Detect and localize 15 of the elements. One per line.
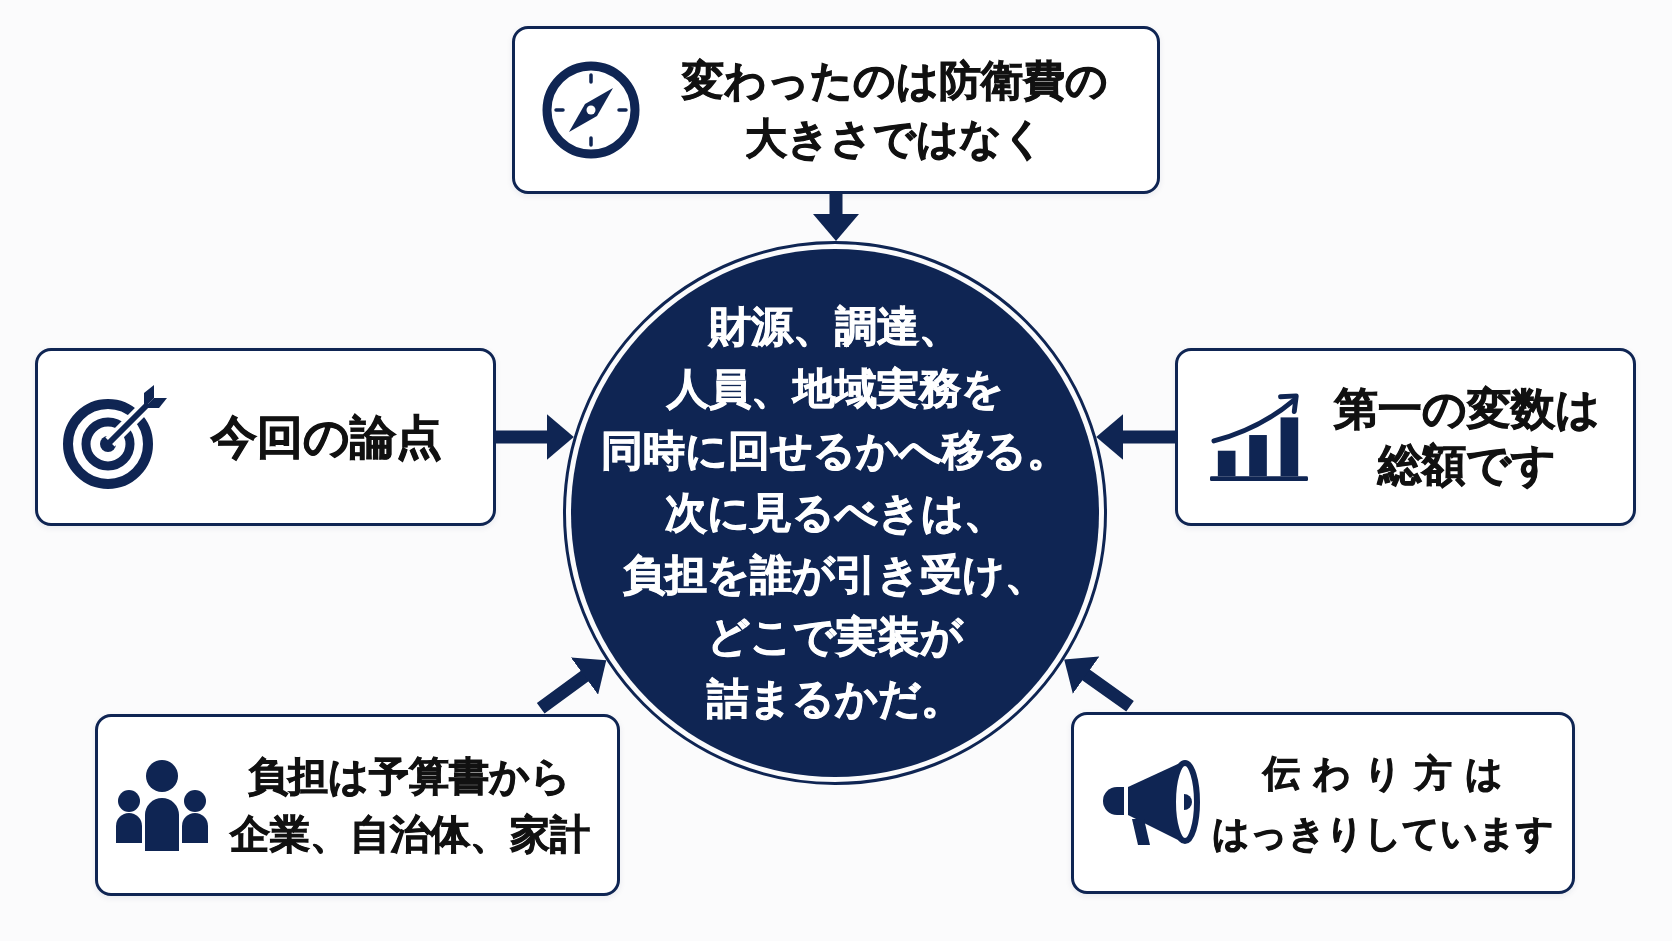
arrow bbox=[496, 414, 574, 460]
arrow bbox=[813, 194, 859, 241]
card-text: 変わったのは防衛費の大きさではなく bbox=[681, 55, 1109, 165]
info-card bbox=[1071, 712, 1575, 894]
circle-text: 次に見るべきは、負担を誰が引き受け、どこで実装が詰まるかだ。 bbox=[623, 487, 1047, 725]
info-card bbox=[1175, 348, 1636, 526]
circle-text: 財源、調達、人員、地域実務を同時に回せるかへ移る。 bbox=[601, 301, 1069, 477]
card-text: 第一の変数は総額です bbox=[1332, 382, 1601, 492]
info-card bbox=[35, 348, 496, 526]
card-text: 伝わり方ははっきりしています bbox=[1211, 750, 1555, 857]
card-text: 負担は予算書から企業、自治体、家計 bbox=[228, 751, 591, 859]
card-text: 今回の論点 bbox=[210, 409, 443, 466]
info-card bbox=[95, 714, 620, 896]
arrow bbox=[1096, 414, 1175, 460]
info-card bbox=[512, 26, 1160, 194]
